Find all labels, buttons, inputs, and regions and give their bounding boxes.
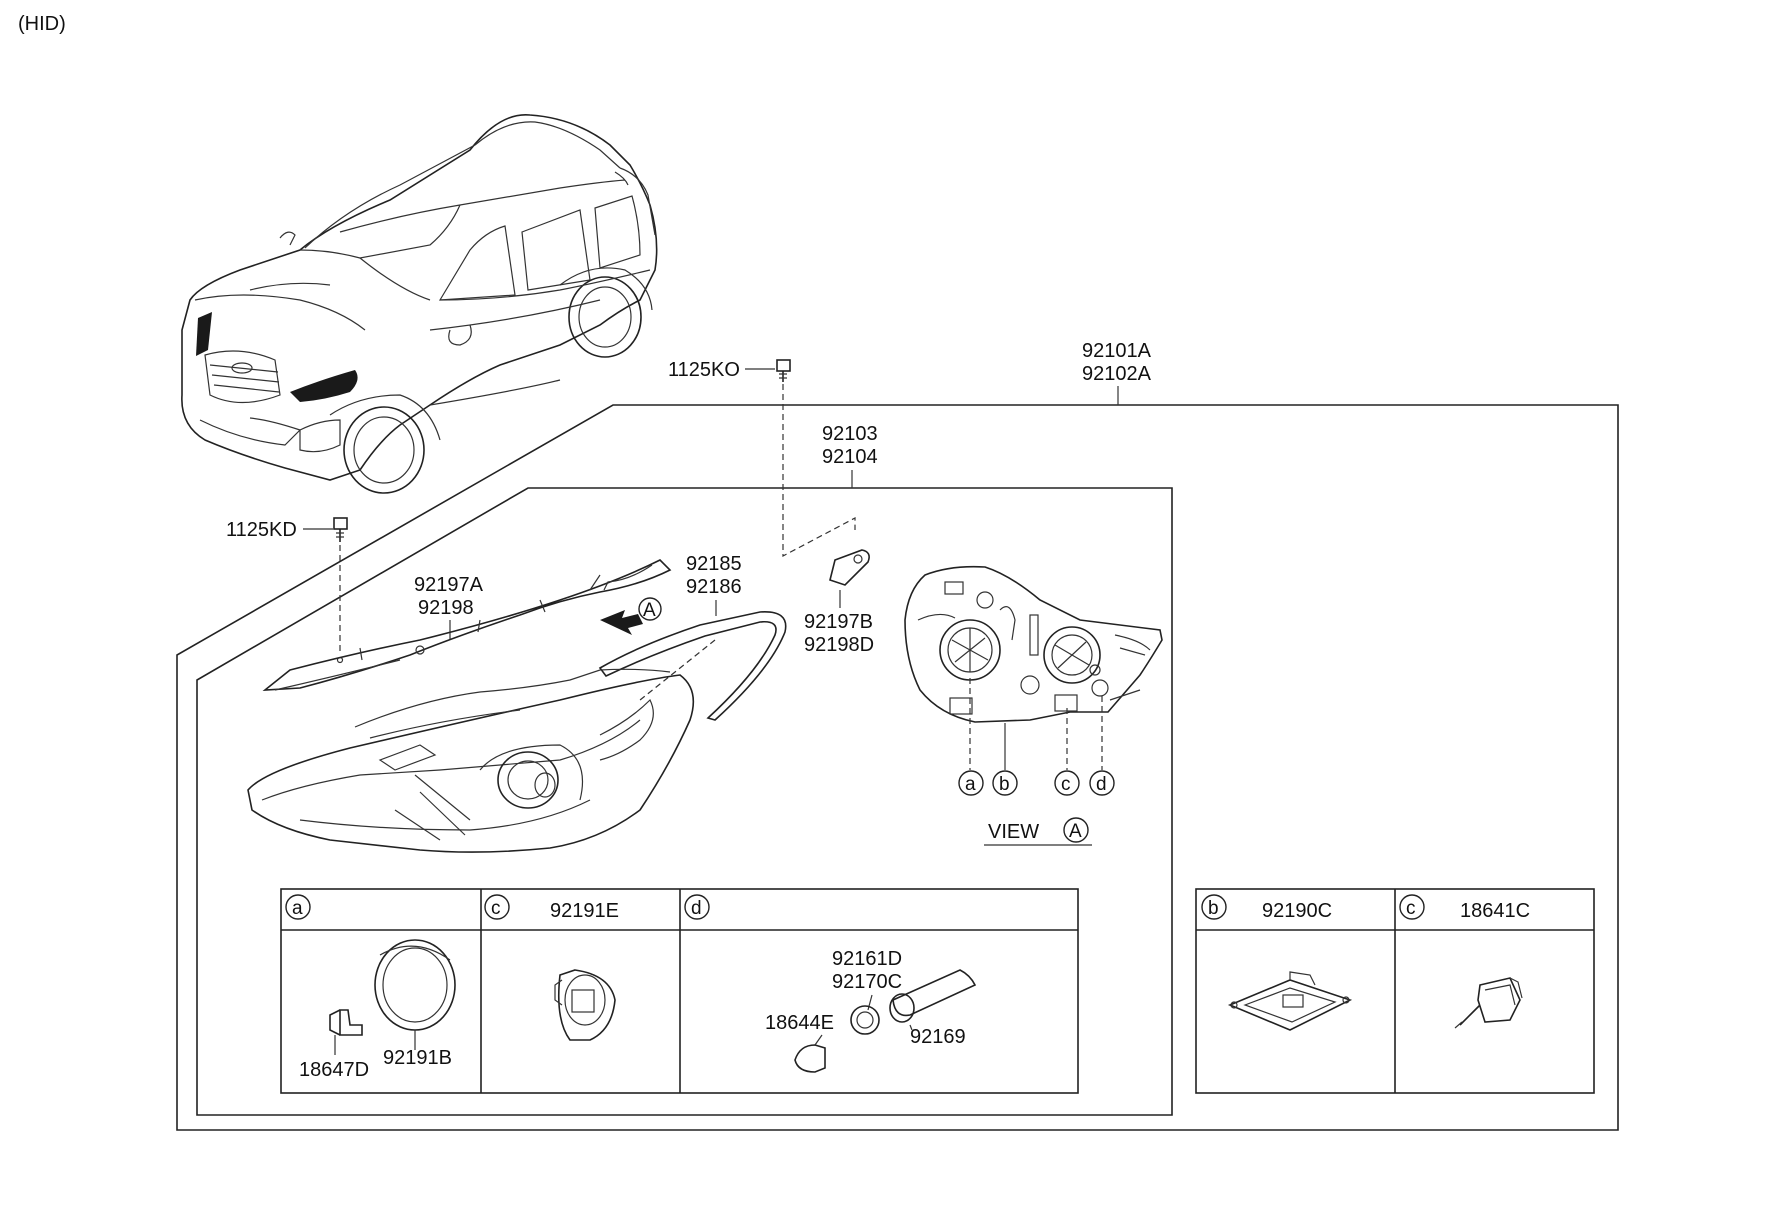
detail-d-key: d bbox=[691, 898, 702, 919]
detail-c2-key: c bbox=[1406, 898, 1416, 919]
view-arrow-icon bbox=[600, 610, 643, 635]
inner-housing-frame bbox=[196, 487, 1173, 1116]
detail-a-parts bbox=[329, 939, 456, 1055]
detail-c1-key: c bbox=[491, 898, 501, 919]
callout-housing-1: 92103 bbox=[822, 423, 878, 445]
bracket-part bbox=[829, 549, 870, 586]
pointer-b-label: b bbox=[999, 774, 1010, 795]
bolt-left-icon bbox=[333, 517, 348, 542]
rear-view-a bbox=[904, 565, 1163, 723]
detail-a-key: a bbox=[292, 898, 303, 919]
headlamp-assembly bbox=[247, 668, 695, 853]
arrow-marker-label: A bbox=[643, 600, 656, 621]
detail-a-part-1: 18647D bbox=[299, 1059, 369, 1081]
callout-cover-2: 92198 bbox=[418, 597, 474, 619]
callout-housing-2: 92104 bbox=[822, 446, 878, 468]
arrow-marker-circle bbox=[638, 597, 662, 621]
callout-bracket-2: 92198D bbox=[804, 634, 874, 656]
detail-b-header: 92190C bbox=[1262, 900, 1332, 922]
variant-label: (HID) bbox=[18, 13, 66, 35]
view-a-title: VIEW bbox=[988, 821, 1039, 843]
view-a-pointers: a b c d bbox=[958, 678, 1115, 796]
detail-d-part-3: 18644E bbox=[765, 1012, 834, 1034]
callout-assy-2: 92102A bbox=[1082, 363, 1152, 385]
pointer-d-label: d bbox=[1096, 774, 1107, 795]
callout-bolt-top: 1125KO bbox=[668, 359, 740, 381]
bolt-top-icon bbox=[776, 359, 791, 382]
pointer-a-label: a bbox=[965, 774, 976, 795]
detail-b-key: b bbox=[1208, 898, 1219, 919]
upper-cover bbox=[262, 559, 672, 691]
detail-d-part-1: 92161D bbox=[832, 948, 902, 970]
detail-b-ballast bbox=[1227, 971, 1353, 1031]
callout-bracket-1: 92197B bbox=[804, 611, 873, 633]
detail-c1-header: 92191E bbox=[550, 900, 619, 922]
vehicle-illustration bbox=[181, 114, 658, 494]
detail-table-right bbox=[1195, 888, 1595, 1094]
pointer-c-label: c bbox=[1061, 774, 1071, 795]
callout-bolt-left: 1125KD bbox=[226, 519, 297, 541]
outer-assembly-frame bbox=[176, 404, 1619, 1131]
callout-trim-2: 92186 bbox=[686, 576, 742, 598]
callout-cover-1: 92197A bbox=[414, 574, 484, 596]
trim-molding bbox=[598, 611, 787, 721]
detail-c2-header: 18641C bbox=[1460, 900, 1530, 922]
detail-a-part-2: 92191B bbox=[383, 1047, 452, 1069]
callout-assy-1: 92101A bbox=[1082, 340, 1152, 362]
detail-table-left bbox=[280, 888, 1079, 1094]
detail-d-parts bbox=[794, 969, 977, 1073]
bolt-top-path bbox=[782, 384, 856, 557]
detail-d-part-2: 92170C bbox=[832, 971, 902, 993]
detail-d-part-4: 92169 bbox=[910, 1026, 966, 1048]
detail-c1-socket bbox=[554, 969, 616, 1041]
detail-c2-bulb bbox=[1454, 977, 1523, 1029]
view-a-marker: A bbox=[1069, 821, 1082, 842]
callout-trim-1: 92185 bbox=[686, 553, 742, 575]
